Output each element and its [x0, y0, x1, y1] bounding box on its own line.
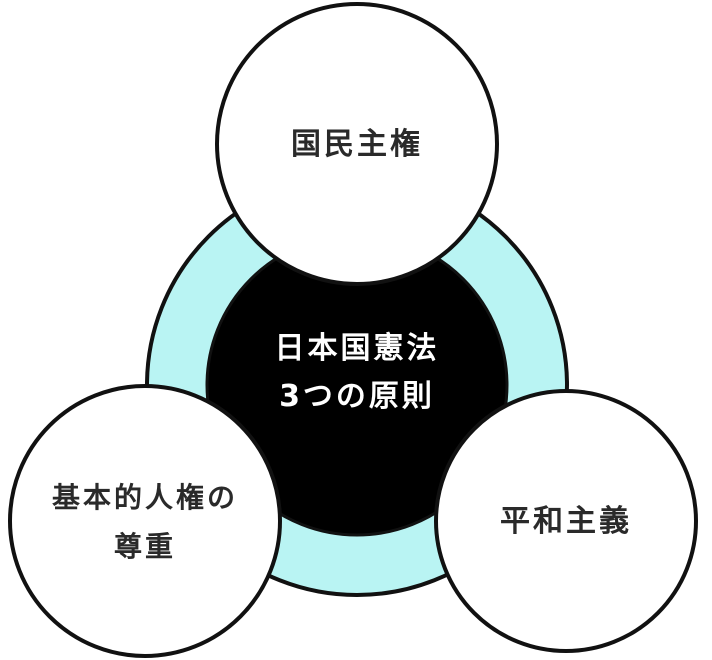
top-principle-label: 国民主権 [291, 127, 423, 162]
center-title-line1: 日本国憲法 [275, 331, 440, 366]
right-principle-circle [434, 389, 698, 653]
top-principle-circle [215, 2, 499, 286]
left-principle-label-line2: 尊重 [114, 530, 176, 563]
right-principle-label: 平和主義 [500, 504, 632, 539]
left-principle-label-line1: 基本的人権の [52, 481, 238, 514]
left-principle-circle [8, 384, 282, 658]
center-title-line2: 3つの原則 [279, 379, 435, 414]
